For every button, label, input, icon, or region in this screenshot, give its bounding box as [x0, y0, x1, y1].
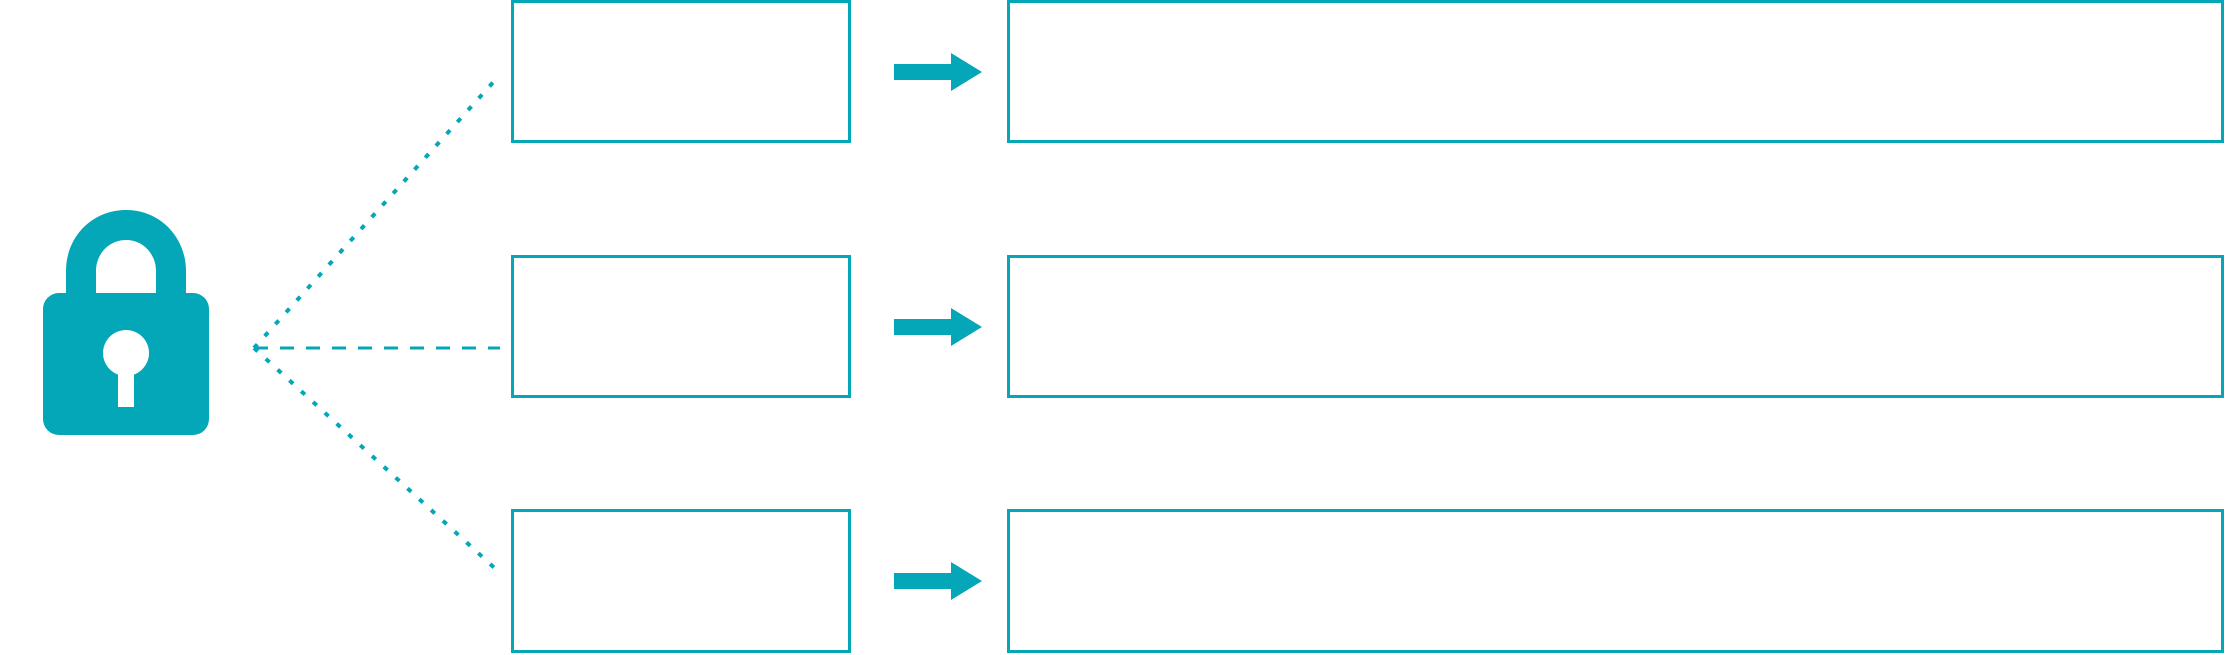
diagram-row [0, 509, 2229, 655]
row-3-right-box[interactable] [1007, 509, 2224, 653]
row-2-right-box[interactable] [1007, 255, 2224, 398]
row-1-right-box[interactable] [1007, 0, 2224, 143]
arrow-right-icon [894, 53, 982, 91]
diagram-row [0, 0, 2229, 145]
diagram-row [0, 255, 2229, 400]
row-2-left-box[interactable] [511, 255, 851, 398]
row-1-left-box[interactable] [511, 0, 851, 143]
row-3-left-box[interactable] [511, 509, 851, 653]
arrow-right-icon [894, 308, 982, 346]
padlock-icon [38, 210, 214, 442]
arrow-right-icon [894, 562, 982, 600]
